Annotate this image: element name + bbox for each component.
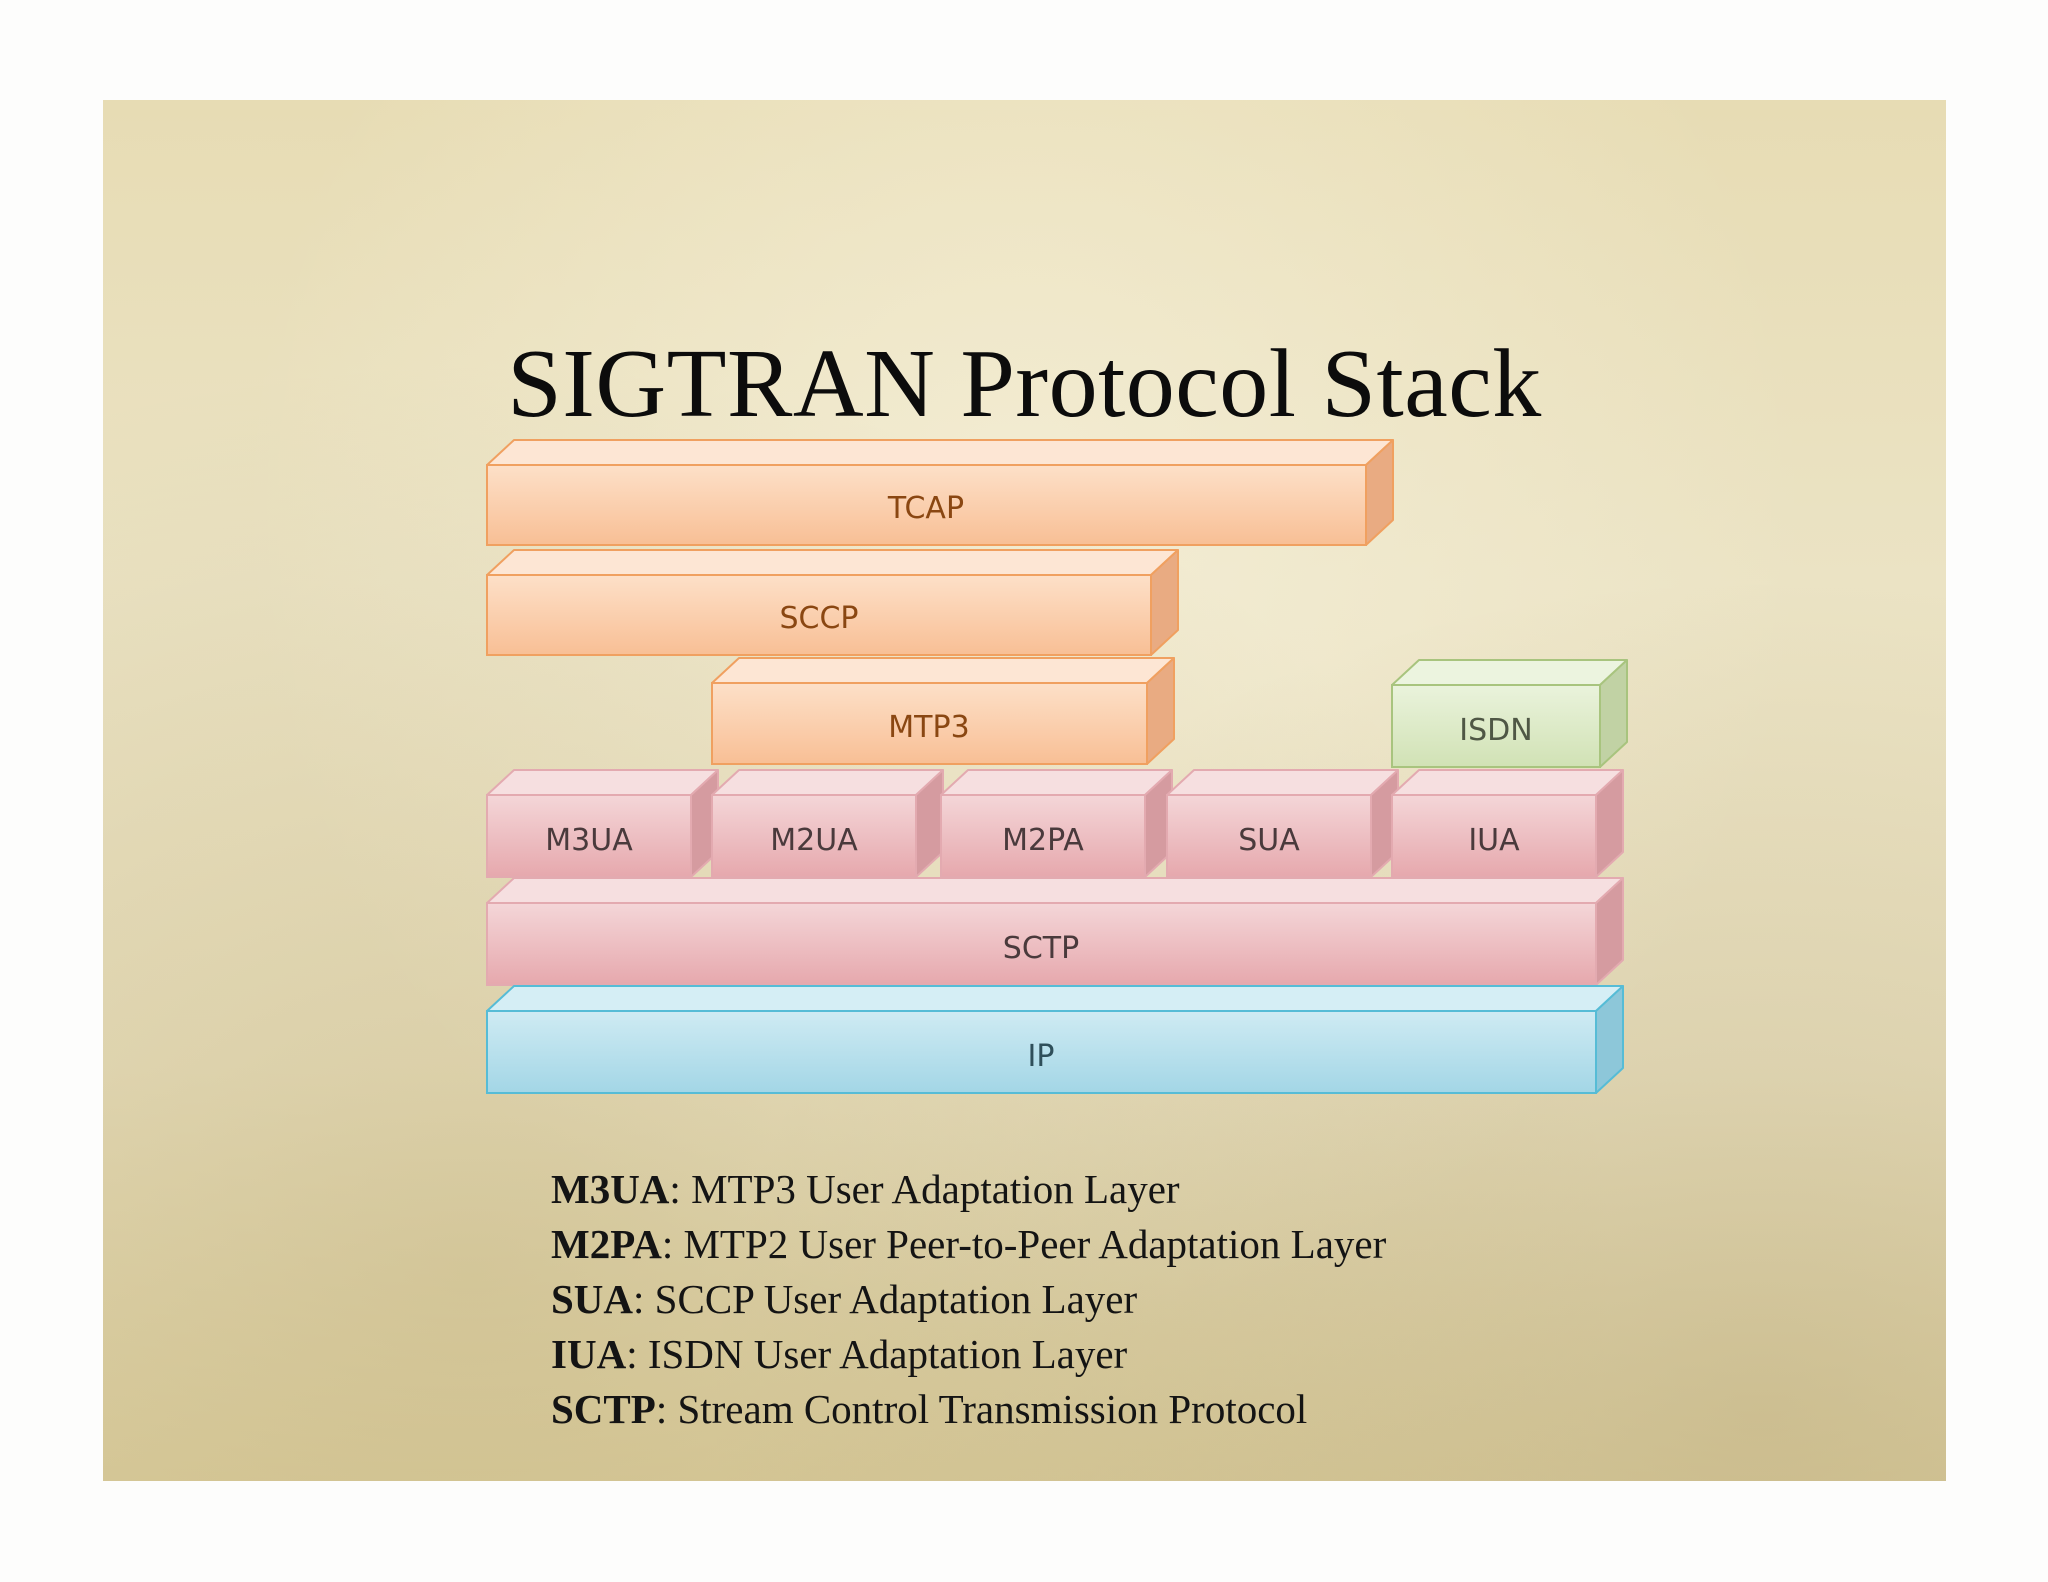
block-isdn: ISDN: [1391, 659, 1628, 768]
legend: M3UA: MTP3 User Adaptation Layer M2PA: M…: [551, 1162, 1386, 1437]
legend-term: IUA: [551, 1331, 627, 1377]
legend-term: M2PA: [551, 1221, 662, 1267]
protocol-stack-diagram: TCAP SCCP MTP3 ISDN: [486, 439, 1628, 1094]
block-sua: SUA: [1166, 769, 1399, 878]
block-m2pa: M2PA: [940, 769, 1173, 878]
block-label-mtp3: MTP3: [888, 710, 969, 745]
block-label-m2ua: M2UA: [770, 823, 858, 858]
block-label-isdn: ISDN: [1459, 713, 1532, 748]
block-label-sccp: SCCP: [779, 601, 858, 636]
block-mtp3: MTP3: [711, 657, 1175, 765]
legend-term: M3UA: [551, 1166, 670, 1212]
legend-definition: : MTP3 User Adaptation Layer: [669, 1166, 1180, 1212]
block-iua: IUA: [1391, 769, 1624, 878]
block-label-sctp: SCTP: [1003, 931, 1079, 966]
block-m2ua: M2UA: [711, 769, 944, 878]
block-sctp: SCTP: [486, 877, 1624, 986]
slide: SIGTRAN Protocol Stack: [103, 100, 1946, 1481]
legend-item-m2pa: M2PA: MTP2 User Peer-to-Peer Adaptation …: [551, 1217, 1386, 1272]
legend-item-sctp: SCTP: Stream Control Transmission Protoc…: [551, 1382, 1386, 1437]
block-label-m2pa: M2PA: [1002, 823, 1084, 858]
legend-term: SUA: [551, 1276, 634, 1322]
legend-term: SCTP: [551, 1386, 656, 1432]
legend-definition: : ISDN User Adaptation Layer: [626, 1331, 1128, 1377]
block-tcap: TCAP: [486, 439, 1394, 546]
legend-definition: : SCCP User Adaptation Layer: [633, 1276, 1138, 1322]
block-label-iua: IUA: [1468, 823, 1520, 858]
block-ip: IP: [486, 985, 1624, 1094]
slide-title: SIGTRAN Protocol Stack: [507, 330, 1542, 438]
block-label-tcap: TCAP: [887, 491, 964, 526]
legend-item-iua: IUA: ISDN User Adaptation Layer: [551, 1327, 1386, 1382]
legend-definition: : MTP2 User Peer-to-Peer Adaptation Laye…: [661, 1221, 1387, 1267]
block-sccp: SCCP: [486, 549, 1179, 656]
legend-definition: : Stream Control Transmission Protocol: [655, 1386, 1308, 1432]
block-m3ua: M3UA: [486, 769, 719, 878]
legend-item-sua: SUA: SCCP User Adaptation Layer: [551, 1272, 1386, 1327]
block-label-ip: IP: [1028, 1039, 1055, 1074]
block-label-m3ua: M3UA: [545, 823, 633, 858]
block-label-sua: SUA: [1238, 823, 1300, 858]
legend-item-m3ua: M3UA: MTP3 User Adaptation Layer: [551, 1162, 1386, 1217]
